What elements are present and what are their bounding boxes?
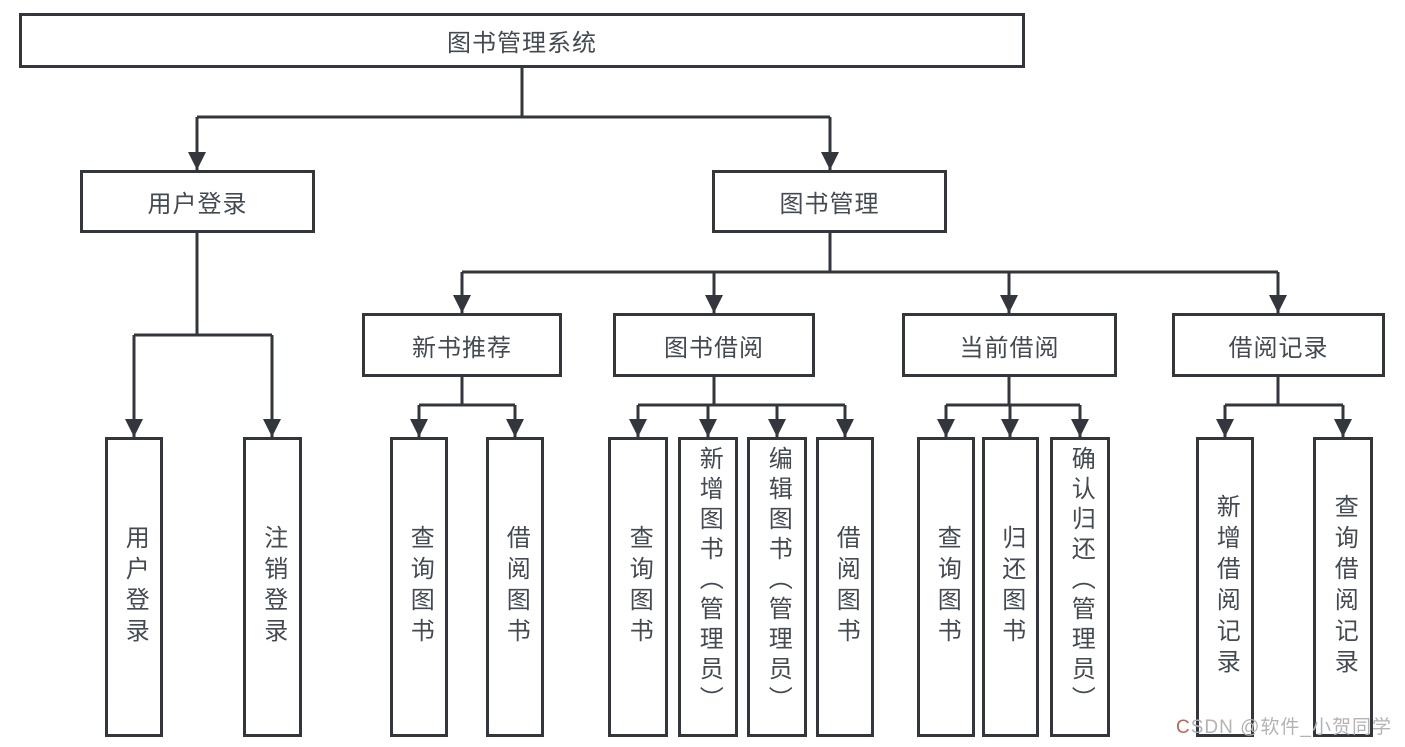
leaf-user-login: 用户登录: [105, 437, 163, 737]
leaf-return-books-label: 归还图书: [997, 525, 1025, 649]
leaf-borrow-books: 借阅图书: [816, 437, 874, 737]
leaf-query-borrow-record: 查询借阅记录: [1313, 437, 1373, 737]
leaf-logout-label: 注销登录: [259, 525, 287, 649]
leaf-add-borrow-record: 新增借阅记录: [1196, 437, 1254, 737]
leaf-query-books-current: 查询图书: [917, 437, 975, 737]
leaf-query-books-current-label: 查询图书: [933, 525, 961, 649]
csdn-watermark-logo: CSDN: [1176, 717, 1234, 738]
node-current-borrowing: 当前借阅: [902, 313, 1117, 377]
csdn-watermark: CSDN @软件_小贺同学: [1176, 712, 1392, 739]
leaf-edit-books-admin-label: 编辑图书（管理员）: [764, 446, 792, 716]
leaf-borrow-books-recommend: 借阅图书: [486, 437, 544, 737]
leaf-add-borrow-record-label: 新增借阅记录: [1212, 494, 1240, 680]
node-user-login: 用户登录: [80, 170, 315, 233]
leaf-query-books-recommend: 查询图书: [390, 437, 448, 737]
leaf-borrow-books-recommend-label: 借阅图书: [502, 525, 530, 649]
leaf-return-books: 归还图书: [982, 437, 1039, 737]
leaf-borrow-books-label: 借阅图书: [832, 525, 860, 649]
leaf-query-books-borrowing-label: 查询图书: [625, 525, 653, 649]
leaf-query-books-borrowing: 查询图书: [608, 437, 668, 737]
node-book-borrowing: 图书借阅: [613, 313, 815, 377]
node-new-book-recommendation: 新书推荐: [362, 313, 562, 377]
leaf-logout: 注销登录: [243, 437, 302, 737]
node-library-system-root: 图书管理系统: [19, 13, 1025, 68]
leaf-query-borrow-record-label: 查询借阅记录: [1330, 494, 1358, 680]
node-book-management: 图书管理: [712, 170, 947, 233]
leaf-query-books-recommend-label: 查询图书: [406, 525, 434, 649]
leaf-edit-books-admin: 编辑图书（管理员）: [747, 437, 807, 737]
node-borrowing-records: 借阅记录: [1172, 313, 1385, 377]
leaf-user-login-label: 用户登录: [121, 525, 149, 649]
leaf-add-books-admin-label: 新增图书（管理员）: [695, 446, 723, 716]
leaf-confirm-return-admin: 确认归还（管理员）: [1050, 437, 1110, 737]
leaf-add-books-admin: 新增图书（管理员）: [678, 437, 738, 737]
csdn-watermark-username: @软件_小贺同学: [1240, 717, 1392, 738]
leaf-confirm-return-admin-label: 确认归还（管理员）: [1067, 446, 1095, 716]
